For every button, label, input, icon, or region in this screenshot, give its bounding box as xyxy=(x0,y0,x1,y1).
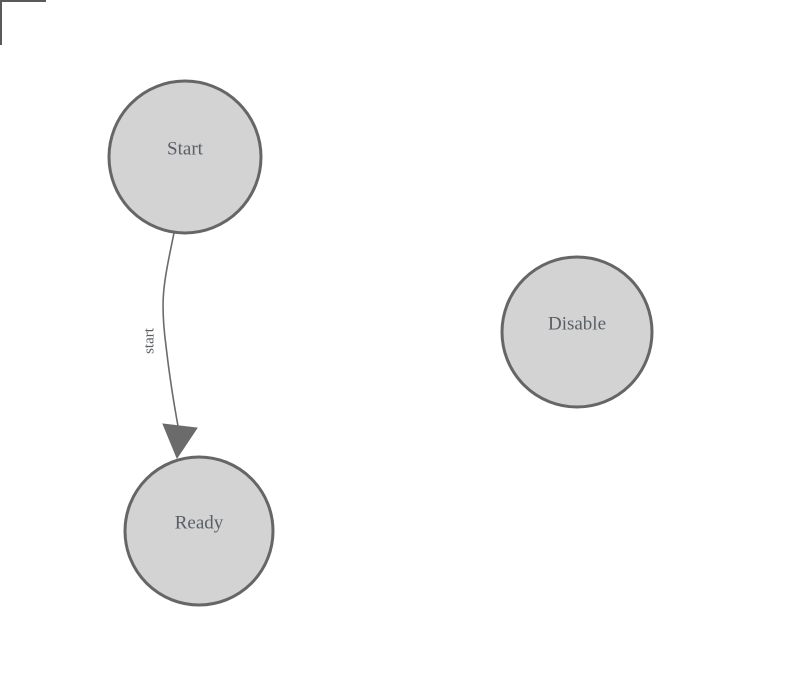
node-disable-circle[interactable] xyxy=(500,255,654,409)
node-start-circle[interactable] xyxy=(107,79,263,235)
arrowhead-icon xyxy=(162,423,198,460)
node-start-label: Start xyxy=(167,138,204,159)
node-ready-circle[interactable] xyxy=(123,455,275,607)
selection-corner-bracket-icon xyxy=(0,0,46,45)
node-ready-label: Ready xyxy=(175,512,224,533)
node-disable[interactable]: Disable xyxy=(500,255,654,409)
node-disable-label: Disable xyxy=(548,313,606,334)
edge-line xyxy=(162,232,181,438)
node-ready[interactable]: Ready xyxy=(123,455,275,607)
node-start[interactable]: Start xyxy=(107,79,263,235)
edge-start-to-ready[interactable]: start xyxy=(141,232,198,460)
edge-label-start: start xyxy=(141,327,157,354)
